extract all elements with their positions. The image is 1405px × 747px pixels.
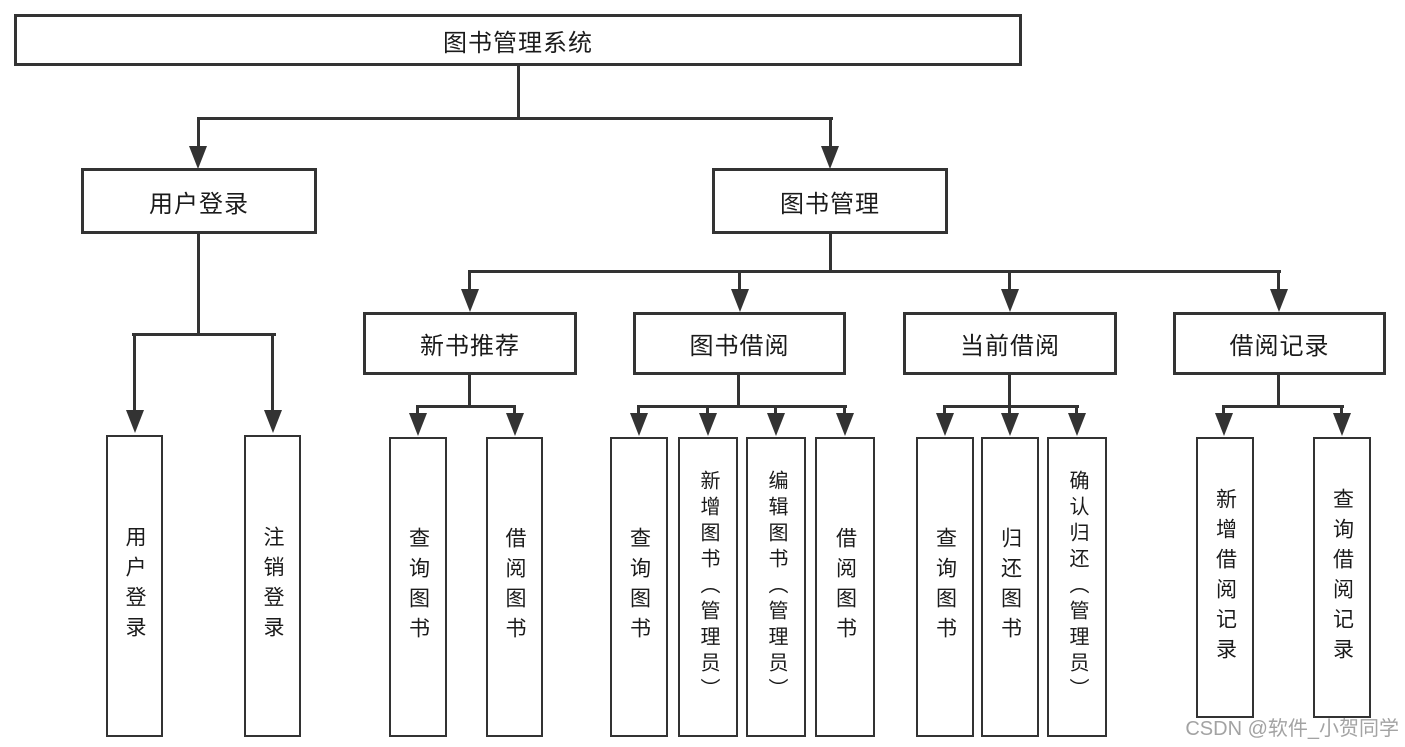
arrowhead <box>630 413 648 436</box>
node-label: 图书借阅 <box>689 333 790 360</box>
leaf-label: 新增图书（管理员） <box>697 470 719 704</box>
connector-line <box>197 117 833 120</box>
arrowhead <box>189 146 207 169</box>
connector-line <box>468 270 471 292</box>
node-label: 图书管理系统 <box>443 29 593 57</box>
connector-line <box>197 234 200 335</box>
leaf-confirm-return-admin: 确认归还（管理员） <box>1047 437 1107 737</box>
arrowhead <box>1068 413 1086 436</box>
connector-line <box>1008 270 1011 292</box>
leaf-label: 编辑图书（管理员） <box>765 470 787 704</box>
arrowhead <box>836 413 854 436</box>
connector-line <box>271 333 274 410</box>
connector-line <box>1008 405 1011 415</box>
connector-line <box>738 270 741 292</box>
csdn-watermark: CSDN @软件_小贺同学 <box>1185 718 1399 740</box>
arrowhead <box>506 413 524 436</box>
connector-line <box>416 405 516 408</box>
node-borrow-records: 借阅记录 <box>1173 312 1386 375</box>
connector-line <box>517 66 520 119</box>
node-user-login: 用户登录 <box>81 168 317 234</box>
connector-line <box>829 234 832 273</box>
leaf-edit-book-admin: 编辑图书（管理员） <box>746 437 806 737</box>
leaf-borrow-book-1: 借阅图书 <box>486 437 543 737</box>
connector-line <box>1277 270 1280 292</box>
arrowhead <box>1001 289 1019 312</box>
arrowhead <box>821 146 839 169</box>
arrowhead <box>409 413 427 436</box>
connector-line <box>1277 375 1280 407</box>
leaf-add-book-admin: 新增图书（管理员） <box>678 437 738 737</box>
leaf-add-borrow-record: 新增借阅记录 <box>1196 437 1254 718</box>
leaf-user-login: 用户登录 <box>106 435 163 737</box>
leaf-label: 借阅图书 <box>503 527 526 647</box>
leaf-label: 查询图书 <box>627 527 651 647</box>
leaf-borrow-book-2: 借阅图书 <box>815 437 875 737</box>
leaf-label: 查询借阅记录 <box>1330 487 1354 668</box>
arrowhead <box>1333 413 1351 436</box>
connector-line <box>829 117 832 149</box>
connector-line <box>943 405 1079 408</box>
node-current-borrow: 当前借阅 <box>903 312 1117 375</box>
leaf-label: 查询图书 <box>933 527 957 647</box>
node-label: 图书管理 <box>780 190 880 218</box>
node-new-book-recommend: 新书推荐 <box>363 312 577 375</box>
arrowhead <box>126 410 144 433</box>
leaf-query-book-3: 查询图书 <box>916 437 974 737</box>
leaf-query-book-2: 查询图书 <box>610 437 668 737</box>
leaf-label: 确认归还（管理员） <box>1066 470 1088 704</box>
connector-line <box>637 405 847 408</box>
connector-line <box>1340 405 1343 415</box>
leaf-label: 注销登录 <box>261 526 284 646</box>
node-label: 当前借阅 <box>960 333 1060 360</box>
node-book-borrow: 图书借阅 <box>633 312 846 375</box>
connector-line <box>133 333 136 410</box>
connector-line <box>513 405 516 415</box>
node-label: 用户登录 <box>149 190 249 218</box>
node-book-management: 图书管理 <box>712 168 948 234</box>
arrowhead <box>1001 413 1019 436</box>
connector-line <box>197 117 200 149</box>
leaf-label: 借阅图书 <box>833 527 857 647</box>
connector-line <box>1222 405 1344 408</box>
arrowhead <box>1215 413 1233 436</box>
arrowhead <box>767 413 785 436</box>
leaf-query-book-1: 查询图书 <box>389 437 447 737</box>
node-label: 新书推荐 <box>420 333 520 360</box>
leaf-label: 查询图书 <box>406 527 430 647</box>
arrowhead <box>461 289 479 312</box>
connector-line <box>637 405 640 415</box>
node-library-system: 图书管理系统 <box>14 14 1022 66</box>
arrowhead <box>264 410 282 433</box>
leaf-query-borrow-record: 查询借阅记录 <box>1313 437 1371 718</box>
connector-line <box>843 405 846 415</box>
arrowhead <box>936 413 954 436</box>
connector-line <box>706 405 709 415</box>
connector-line <box>1008 375 1011 407</box>
leaf-return-book: 归还图书 <box>981 437 1039 737</box>
connector-line <box>416 405 419 415</box>
connector-line <box>943 405 946 415</box>
leaf-label: 用户登录 <box>123 526 146 646</box>
leaf-logout: 注销登录 <box>244 435 301 737</box>
arrowhead <box>731 289 749 312</box>
connector-line <box>774 405 777 415</box>
node-label: 借阅记录 <box>1229 333 1330 360</box>
leaf-label: 归还图书 <box>998 527 1022 647</box>
leaf-label: 新增借阅记录 <box>1213 487 1237 668</box>
connector-line <box>1222 405 1225 415</box>
connector-line <box>132 333 276 336</box>
connector-line <box>1075 405 1078 415</box>
connector-line <box>468 375 471 407</box>
connector-line <box>737 375 740 407</box>
arrowhead <box>1270 289 1288 312</box>
arrowhead <box>699 413 717 436</box>
connector-line <box>468 270 1281 273</box>
